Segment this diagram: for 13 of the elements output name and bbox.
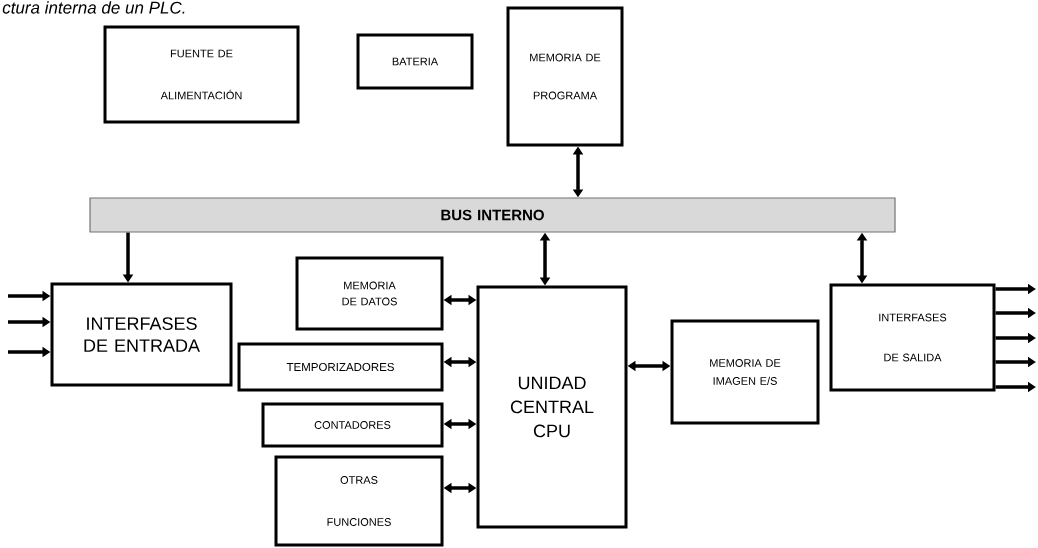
process-box: INTERFASES DE SALIDA <box>829 283 996 392</box>
process-box: BATERIA <box>356 33 474 90</box>
process-box: TEMPORIZADORES <box>237 342 444 392</box>
bus-band: BUS INTERNO <box>89 197 896 233</box>
title: ctura interna de un PLC. <box>2 1 185 14</box>
process-box: OTRAS FUNCIONES <box>274 455 444 547</box>
process-box: CONTADORES <box>261 402 444 448</box>
process-box: MEMORIA DE DATOS <box>295 256 444 331</box>
process-box: INTERFASES DE ENTRADA <box>50 282 233 387</box>
process-box: UNIDAD CENTRAL CPU <box>476 285 628 529</box>
process-box: FUENTE DE ALIMENTACIÓN <box>103 25 300 124</box>
process-box: MEMORIA DE PROGRAMA <box>506 6 624 147</box>
process-box: MEMORIA DE IMAGEN E/S <box>670 319 820 425</box>
